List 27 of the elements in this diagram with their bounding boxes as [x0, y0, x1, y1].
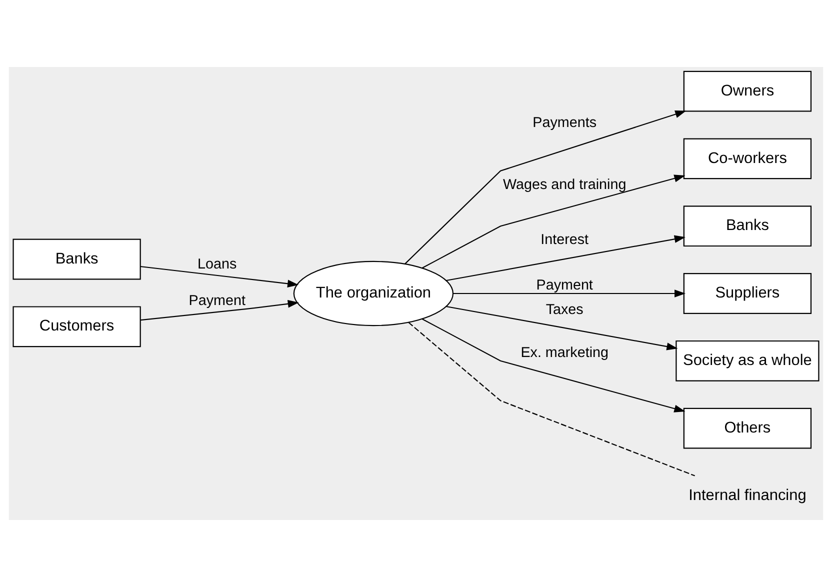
arrow [422, 318, 686, 412]
edge-label: Payment [188, 292, 246, 309]
arrow [446, 306, 678, 350]
arrow [140, 300, 299, 321]
edge-label: Wages and training [503, 176, 626, 193]
node-box: Customers [12, 306, 141, 348]
edge-label: Payments [532, 115, 597, 132]
node-box: Co-workers [683, 138, 812, 180]
node-box: Banks [12, 238, 141, 280]
edge-label: Ex. marketing [520, 344, 609, 361]
node-box: Suppliers [683, 273, 812, 314]
arrow [453, 290, 686, 298]
node-ellipse: The organization [293, 260, 454, 326]
arrow [404, 110, 686, 264]
arrow [446, 235, 686, 282]
node-box: Owners [683, 70, 812, 112]
arrow [422, 174, 686, 268]
node-box: Others [683, 408, 812, 449]
arrow [140, 266, 299, 288]
edge-label: Payment [536, 278, 593, 294]
node-text: Internal financing [688, 486, 806, 504]
node-box: Banks [683, 206, 812, 247]
edge-label: Taxes [546, 302, 584, 318]
node-box: Society as a whole [676, 340, 820, 382]
connector [408, 322, 696, 476]
edge-label: Loans [198, 256, 237, 273]
edge-label: Interest [540, 232, 589, 248]
